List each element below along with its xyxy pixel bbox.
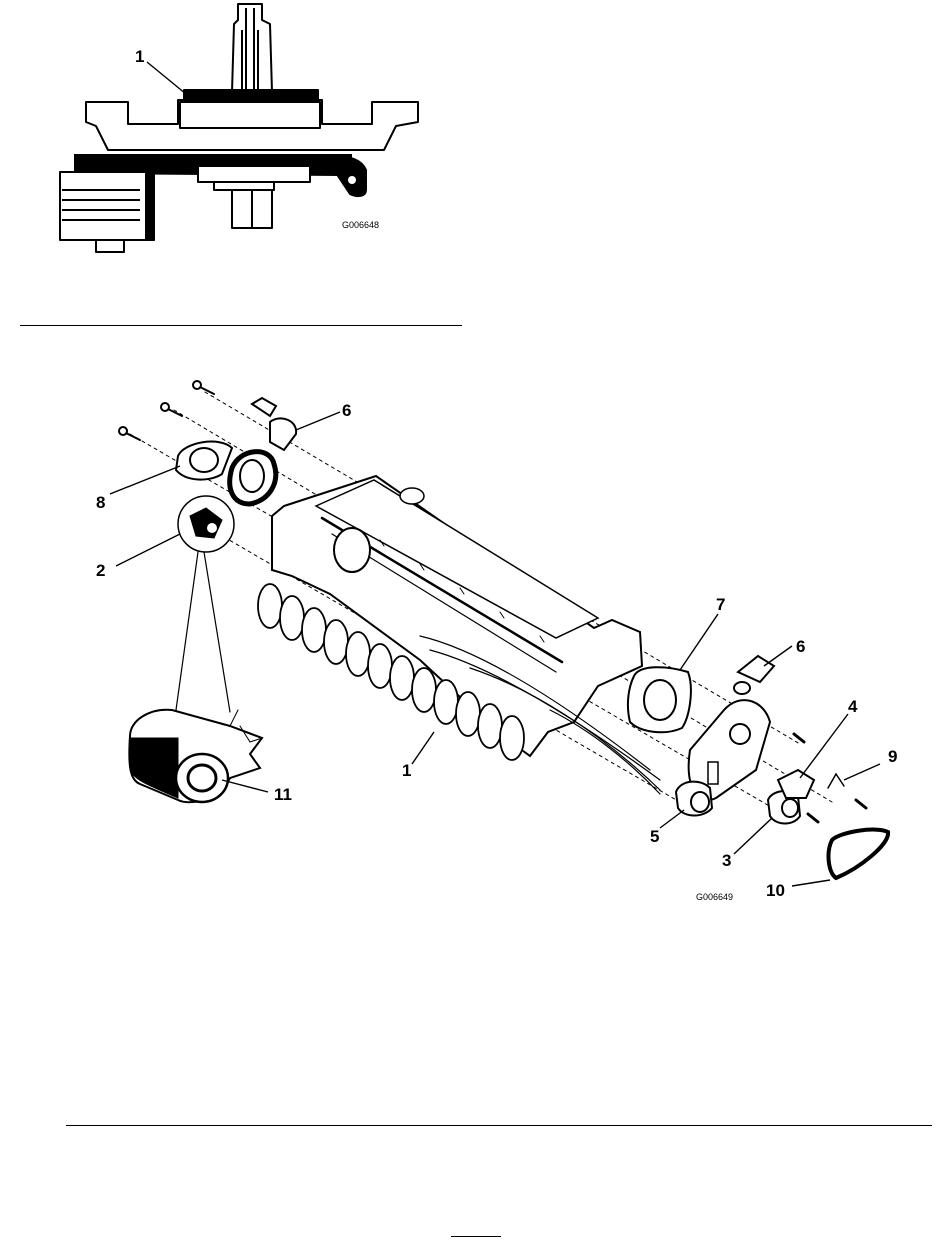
callout-3: 3: [722, 851, 731, 870]
figure-top-cutaway: 1 G006648: [0, 0, 470, 320]
callout-8: 8: [96, 493, 105, 512]
callout-11: 11: [274, 785, 292, 804]
figure-code-bottom: G006649: [696, 892, 733, 902]
callout-1-bottom: 1: [402, 761, 411, 780]
callout-5: 5: [650, 827, 659, 846]
callout-1-top: 1: [135, 47, 144, 66]
callout-6-upper: 6: [342, 401, 351, 420]
divider-top: [20, 325, 462, 326]
divider-bottom: [66, 1125, 932, 1126]
figure-code-top: G006648: [342, 220, 379, 230]
callout-9: 9: [888, 747, 897, 766]
callout-7: 7: [716, 595, 725, 614]
callout-10: 10: [766, 881, 785, 900]
figure-bottom-exploded: 6 8 2 7 6 4 9 1 11 5 3 10 G006649: [0, 370, 950, 910]
callout-2: 2: [96, 561, 105, 580]
callout-6-right: 6: [796, 637, 805, 656]
page-number: [451, 1236, 501, 1251]
callout-4: 4: [848, 697, 858, 716]
